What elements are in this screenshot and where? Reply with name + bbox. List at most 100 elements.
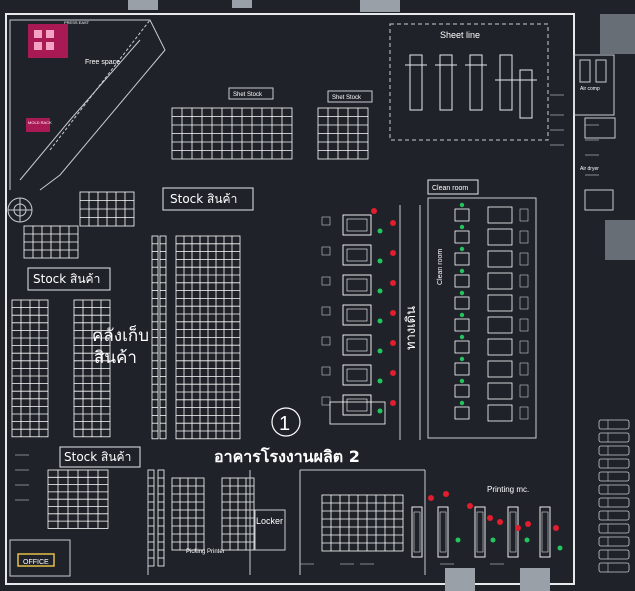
parking-car bbox=[598, 536, 630, 547]
stock-main-label: Stock สินค้า bbox=[170, 192, 237, 206]
center-side-box bbox=[321, 216, 331, 226]
stock-narrow-col bbox=[151, 235, 159, 440]
stock-left-box bbox=[27, 267, 111, 291]
stock-grid-bottom3 bbox=[221, 477, 255, 551]
office-area bbox=[9, 539, 71, 577]
clean-side-box bbox=[519, 318, 529, 332]
mold-rack-label: MOLD RACK bbox=[28, 120, 52, 125]
stock-grid-bottom4-frame bbox=[321, 494, 404, 552]
stock-narrow-bottom bbox=[147, 469, 155, 567]
printing-machine bbox=[507, 506, 519, 558]
clean-side-box bbox=[519, 230, 529, 244]
parking-car bbox=[598, 523, 630, 534]
picking-label: Picking Printer bbox=[186, 549, 225, 555]
clean-right-machine bbox=[487, 294, 513, 312]
center-machine bbox=[342, 214, 372, 236]
printing-green-marker bbox=[455, 537, 461, 543]
center-side-box bbox=[321, 276, 331, 286]
clean-side-box bbox=[519, 208, 529, 222]
parking-car bbox=[598, 471, 630, 482]
stock-grid-bottom1 bbox=[47, 469, 109, 529]
right-stair bbox=[600, 14, 635, 260]
clean-green-marker bbox=[459, 312, 465, 318]
printing-red-marker bbox=[467, 503, 473, 509]
clean-right-machine bbox=[487, 272, 513, 290]
parking-cars bbox=[598, 419, 630, 573]
center-machine bbox=[342, 304, 372, 326]
shet-stock-2-label: Shet Stock bbox=[332, 95, 362, 101]
stock-narrow-col bbox=[159, 235, 167, 440]
clean-left-machine bbox=[454, 230, 470, 244]
clean-left-machine bbox=[454, 318, 470, 332]
center-green-marker bbox=[377, 348, 383, 354]
clean-left-machine bbox=[454, 384, 470, 398]
clean-side-box bbox=[519, 274, 529, 288]
clean-side-box bbox=[519, 384, 529, 398]
center-machine-inner bbox=[346, 398, 368, 412]
clean-right-machine bbox=[487, 250, 513, 268]
printing-machines bbox=[411, 491, 563, 558]
clean-right-machine bbox=[487, 360, 513, 378]
center-green-marker bbox=[377, 408, 383, 414]
center-red-marker bbox=[390, 310, 396, 316]
free-space-label: Free space bbox=[85, 59, 120, 66]
stock-bottom-box bbox=[59, 446, 141, 468]
free-space-area bbox=[9, 19, 166, 191]
clean-left-machine bbox=[454, 252, 470, 266]
center-machine-column bbox=[321, 208, 396, 425]
printing-green-marker bbox=[524, 537, 530, 543]
clean-side-box bbox=[519, 252, 529, 266]
clean-green-marker bbox=[459, 290, 465, 296]
clean-right-machine bbox=[487, 206, 513, 224]
bottom-partitions bbox=[147, 469, 426, 575]
zone-number-circle bbox=[271, 407, 301, 437]
printing-machine bbox=[437, 506, 449, 558]
sheet-line-area bbox=[389, 23, 549, 141]
printing-machine-inner bbox=[476, 511, 484, 553]
shet-stock-rack-left bbox=[171, 107, 293, 160]
clean-room-vertical-label: Clean room bbox=[437, 249, 444, 285]
clean-right-machine bbox=[487, 316, 513, 334]
clean-side-box bbox=[519, 296, 529, 310]
printing-machine-inner bbox=[509, 511, 517, 553]
center-machine bbox=[342, 334, 372, 356]
clean-green-marker bbox=[459, 356, 465, 362]
clean-green-marker bbox=[459, 246, 465, 252]
clean-room-outline bbox=[427, 197, 537, 439]
shet-stock-2-box bbox=[327, 90, 373, 103]
printing-machine bbox=[411, 506, 423, 558]
shet-right-grid bbox=[317, 107, 369, 160]
clean-green-marker bbox=[459, 224, 465, 230]
printing-label: Printing mc. bbox=[487, 485, 529, 494]
parking-car bbox=[598, 497, 630, 508]
stock-grid-left1 bbox=[11, 299, 49, 438]
parking-car bbox=[598, 445, 630, 456]
spiral-stair bbox=[7, 197, 33, 223]
center-machine-inner bbox=[346, 368, 368, 382]
center-side-box bbox=[321, 366, 331, 376]
parking-car bbox=[598, 432, 630, 443]
clean-green-marker bbox=[459, 378, 465, 384]
clean-right-machine bbox=[487, 382, 513, 400]
stock-main-box bbox=[162, 187, 254, 211]
clean-left-machine bbox=[454, 274, 470, 288]
storage-grids bbox=[11, 191, 404, 567]
clean-room-machines bbox=[454, 202, 529, 422]
printing-machine-inner bbox=[541, 511, 549, 553]
stock-grid-bottom4 bbox=[321, 494, 404, 552]
printing-red-marker bbox=[525, 521, 531, 527]
stock-grid-bottom2 bbox=[171, 477, 205, 551]
center-red-marker bbox=[390, 220, 396, 226]
clean-side-box bbox=[519, 406, 529, 420]
printing-green-marker bbox=[557, 545, 563, 551]
zone-number: 1 bbox=[279, 413, 290, 435]
air-compressor-area bbox=[573, 54, 616, 211]
printing-machine-inner bbox=[413, 511, 421, 553]
center-green-marker bbox=[377, 318, 383, 324]
clean-side-box bbox=[519, 340, 529, 354]
center-side-box bbox=[321, 336, 331, 346]
center-green-marker bbox=[377, 378, 383, 384]
clean-left-machine bbox=[454, 296, 470, 310]
center-green-marker bbox=[377, 258, 383, 264]
clean-green-marker bbox=[459, 268, 465, 274]
